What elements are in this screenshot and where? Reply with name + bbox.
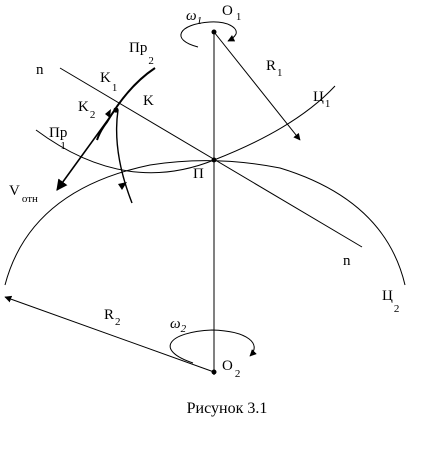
contact-point-k <box>113 107 119 113</box>
label-k1: K1 <box>100 70 117 94</box>
profile-2-hatch-mark <box>105 109 111 118</box>
velocity-vector <box>56 109 116 191</box>
center-o1-point <box>211 29 217 35</box>
label-centrode-2: Ц2 <box>382 288 399 315</box>
omega-2-arrow <box>169 329 257 364</box>
label-centrode-1: Ц1 <box>313 89 330 110</box>
profile-1-hatch-mark <box>118 182 127 190</box>
label-k2: K2 <box>78 99 95 121</box>
profile-1-curve <box>115 109 133 204</box>
label-r2: R2 <box>104 307 121 328</box>
label-normal-start: n <box>36 62 44 78</box>
label-r1: R1 <box>266 58 283 79</box>
omega-1-arrow <box>180 21 237 48</box>
label-k: K <box>143 93 154 109</box>
label-profile-2: Пр2 <box>129 40 154 67</box>
figure-caption: Рисунок 3.1 <box>187 400 268 417</box>
center-o2-point <box>211 369 217 375</box>
radius-1-line <box>213 31 301 141</box>
centrode-2-arc <box>4 160 406 286</box>
pitch-point <box>211 157 217 163</box>
normal-line <box>59 67 363 248</box>
label-omega-1: ω1 <box>186 8 202 27</box>
label-pitch-point: П <box>193 166 204 182</box>
radius-2-line <box>4 295 215 373</box>
label-normal-end: n <box>343 253 351 269</box>
label-omega-2: ω2 <box>170 316 187 335</box>
